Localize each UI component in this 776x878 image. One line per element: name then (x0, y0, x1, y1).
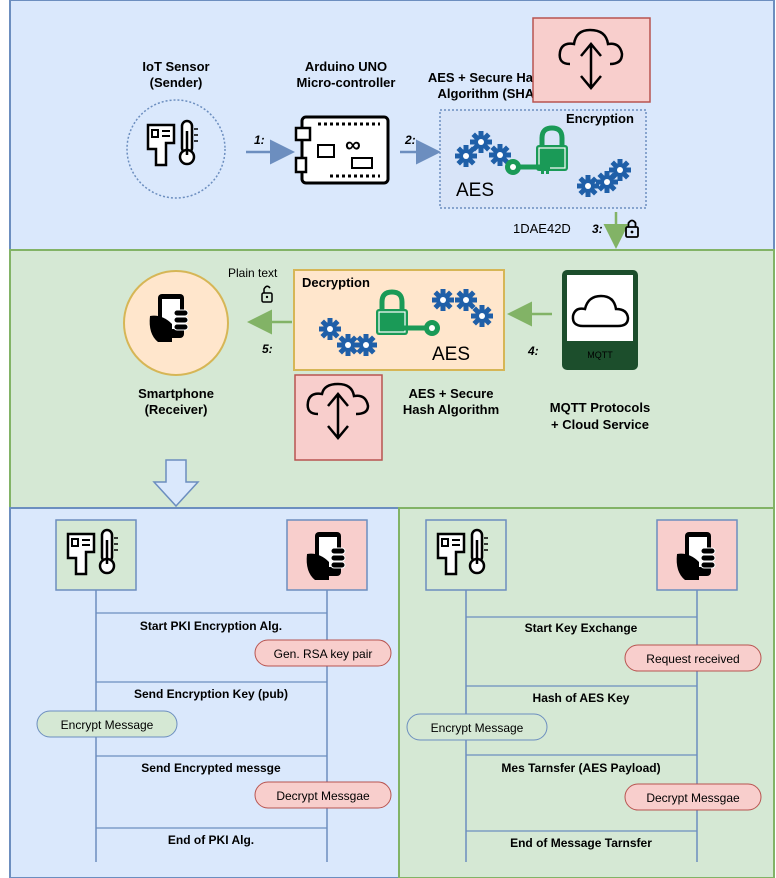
cipher-text: 1DAE42D (513, 221, 571, 236)
encryption-title: Encryption (566, 111, 634, 126)
pki-note-2: Encrypt Message (61, 718, 154, 732)
aes-hash-label-2: Hash Algorithm (403, 402, 499, 417)
aes-note-2: Encrypt Message (431, 721, 524, 735)
aes-message-1: Start Key Exchange (525, 621, 638, 635)
aes-sha-label-2: Algorithm (SHA) (437, 86, 538, 101)
smartphone-label-1: Smartphone (138, 386, 214, 401)
cloud-download-icon (306, 382, 370, 440)
gear-icon (455, 289, 477, 311)
mqtt-label-1: MQTT Protocols (550, 400, 650, 415)
aes-note-encrypt (406, 713, 548, 741)
aes-message-3: Mes Tarnsfer (AES Payload) (501, 761, 660, 775)
sensor-node (126, 99, 226, 199)
aes-sha-label-1: AES + Secure Hash (428, 70, 548, 85)
pki-note-encrypt (36, 710, 178, 738)
aes-note-request (624, 644, 762, 672)
aes-text: AES (456, 180, 494, 201)
aes-note-3: Decrypt Messgae (646, 791, 740, 805)
mqtt-label-2: + Cloud Service (551, 417, 649, 432)
gear-icon (319, 318, 341, 340)
gear-icon (577, 175, 599, 197)
pki-message-2: Send Encryption Key (pub) (134, 687, 288, 701)
mqtt-badge: MQTT (587, 350, 613, 360)
step-3-label: 3: (592, 222, 603, 236)
aes-note-decrypt (624, 783, 762, 811)
pki-note-decrypt (254, 781, 392, 809)
lock-closed-icon (625, 219, 639, 238)
aes-hash-label-1: AES + Secure (409, 386, 494, 401)
smartphone-label-2: (Receiver) (145, 402, 208, 417)
step-2-label: 2: (404, 133, 416, 147)
mcu-label-1: Arduino UNO (305, 59, 387, 74)
top-panel (9, 0, 775, 251)
mcu-label-2: Micro-controller (297, 75, 396, 90)
sensor-label-2: (Sender) (150, 75, 203, 90)
aes-message-2: Hash of AES Key (533, 691, 630, 705)
aes-text: AES (432, 344, 470, 365)
svg-text:∞: ∞ (345, 132, 361, 157)
aes-message-4: End of Message Tarnsfer (510, 836, 652, 850)
aes-note-1: Request received (646, 652, 739, 666)
plain-text-label: Plain text (228, 266, 278, 280)
pki-message-4: End of PKI Alg. (168, 833, 254, 847)
flow-down-arrow (152, 459, 200, 508)
pki-message-1: Start PKI Encryption Alg. (140, 619, 282, 633)
step-4-label: 4: (527, 344, 539, 358)
gear-icon (470, 131, 492, 153)
decryption-title: Decryption (302, 275, 370, 290)
step-5-label: 5: (262, 342, 273, 356)
step-1-label: 1: (254, 133, 265, 147)
pki-note-gen-rsa (254, 639, 392, 667)
gear-icon (609, 159, 631, 181)
mqtt-cloud-icon (562, 270, 638, 370)
pki-note-1: Gen. RSA key pair (274, 647, 373, 661)
gear-icon (355, 334, 377, 356)
arduino-icon: ∞ (294, 115, 390, 185)
sensor-label-1: IoT Sensor (142, 59, 209, 74)
pki-message-3: Send Encrypted messge (141, 761, 281, 775)
gear-icon (471, 305, 493, 327)
gear-icon (432, 289, 454, 311)
lock-open-icon (261, 285, 273, 303)
pki-note-3: Decrypt Messgae (276, 789, 370, 803)
